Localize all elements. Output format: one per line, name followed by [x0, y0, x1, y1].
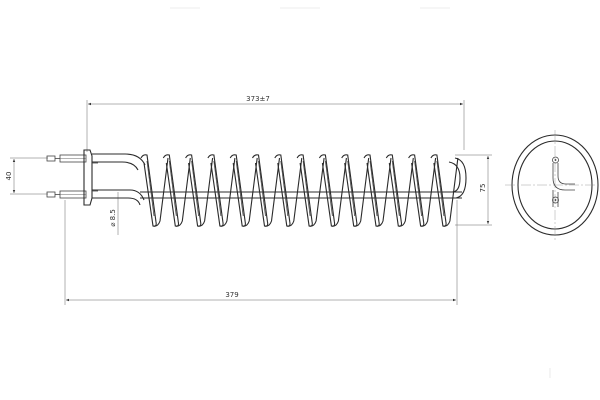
dimension-label-coil-diameter: 75 — [479, 184, 487, 193]
coil-turn-return — [442, 157, 459, 227]
coil-turn-return — [175, 157, 191, 227]
coil-turn-inner — [369, 160, 378, 217]
coil-turn-inner — [235, 160, 244, 217]
dimension-total-length: 379 — [64, 200, 458, 305]
coil-turn-return — [308, 157, 325, 227]
end-view — [505, 130, 599, 240]
coil-end-return — [448, 157, 467, 199]
coil-turn-inner — [436, 160, 445, 217]
coil-turn-inner — [414, 160, 422, 217]
coil-turn-return — [420, 157, 437, 227]
dimension-label-overall-length: 373±7 — [246, 95, 270, 103]
terminal-lower — [46, 190, 87, 199]
coil-turn-inner — [191, 160, 199, 217]
coil-turn-inner — [168, 160, 177, 217]
coil-turn-return — [242, 157, 258, 227]
coil-turn-return — [353, 157, 370, 227]
coil-turn-inner — [391, 160, 400, 217]
coil-turn-return — [398, 157, 414, 227]
coil-turn-inner — [258, 160, 266, 217]
coil-turn-return — [219, 157, 236, 227]
dimension-coil-diameter: 75 — [455, 154, 492, 226]
dimension-overall-length: 373±7 — [86, 95, 465, 152]
coil-turn-return — [375, 157, 392, 227]
terminal-hole-upper — [552, 156, 559, 164]
terminal-hole-lower — [552, 196, 559, 204]
coil-turn-inner — [280, 160, 289, 217]
coil-turn-return — [286, 157, 303, 227]
terminal-upper — [46, 154, 87, 163]
dimension-tube-diameter: ⌀ 8.5 — [109, 192, 119, 235]
coil-turn-return — [264, 157, 281, 227]
coil-turn-inner — [347, 160, 356, 217]
coil-turn-inner — [325, 160, 333, 217]
dimension-terminal-spacing: 40 — [5, 157, 48, 195]
dimension-label-terminal-spacing: 40 — [5, 172, 13, 181]
coil-turn-inner — [302, 160, 311, 217]
sheet-border-top — [170, 7, 551, 378]
coil-turn-return — [331, 157, 347, 227]
heating-coil — [140, 154, 459, 227]
coil-turn-return — [197, 157, 214, 227]
coil-turn-return — [152, 157, 169, 227]
dimension-label-total-length: 379 — [225, 291, 238, 299]
dimension-label-tube-diameter: ⌀ 8.5 — [109, 209, 117, 227]
coil-turn-inner — [146, 160, 155, 217]
coil-turn-inner — [213, 160, 222, 217]
